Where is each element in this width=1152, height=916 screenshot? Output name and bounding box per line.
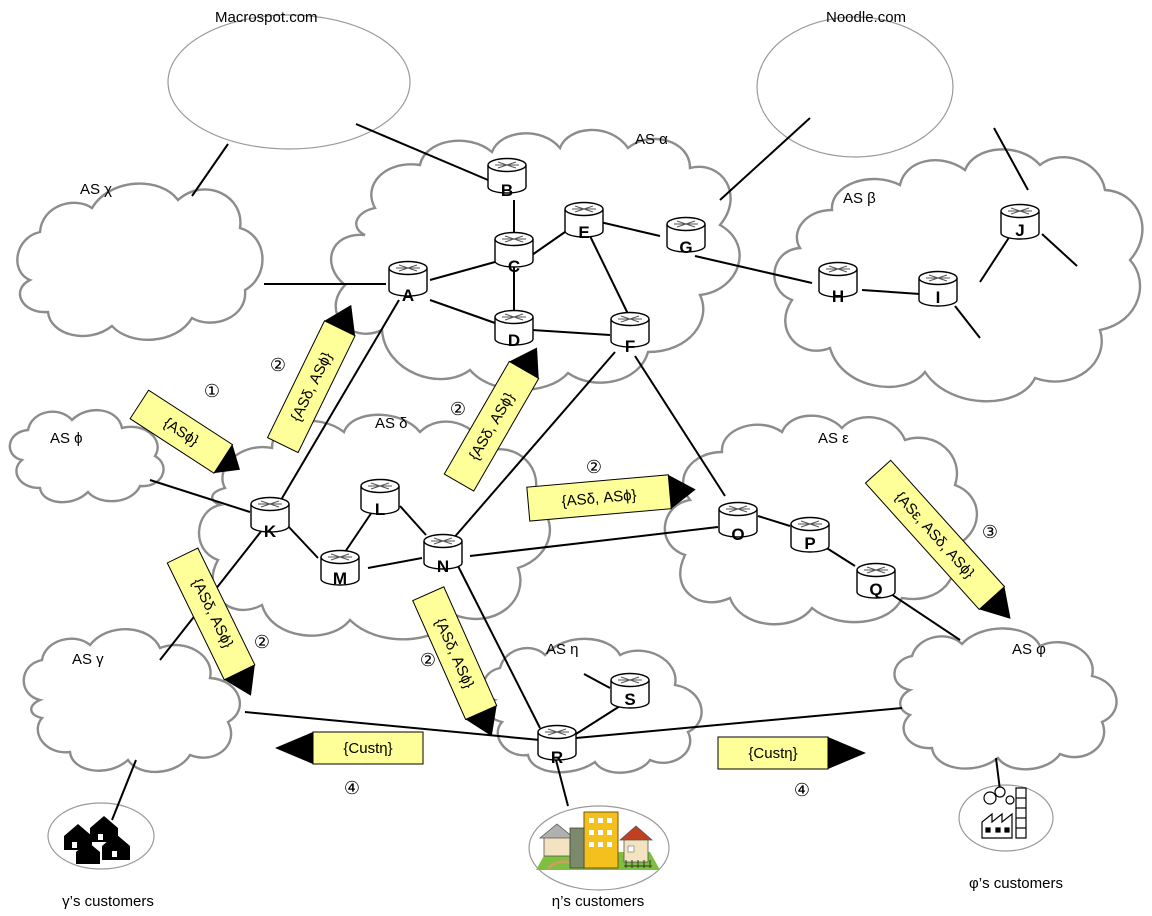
as-gamma-cloud: [22, 628, 242, 773]
svg-text:E: E: [578, 223, 589, 242]
svg-text:I: I: [936, 288, 941, 307]
step-2-marker-gamma: ②: [254, 632, 270, 652]
svg-text:K: K: [264, 522, 277, 541]
svg-text:Q: Q: [869, 580, 882, 599]
svg-text:N: N: [437, 557, 449, 576]
announcement-4-left: {Custη}: [275, 731, 424, 765]
svg-text:B: B: [501, 181, 513, 200]
as-varphi-cloud: [893, 627, 1118, 771]
links: [111, 117, 1078, 821]
announcement-4-left-label: {Custη}: [343, 740, 392, 757]
svg-text:F: F: [625, 337, 635, 356]
as-phi-label: AS ϕ: [50, 430, 83, 447]
announcement-2-n-to-o: {ASδ, ASϕ}: [526, 474, 696, 522]
as-delta-label: AS δ: [375, 415, 408, 432]
router-s[interactable]: S: [610, 672, 650, 710]
router-r[interactable]: R: [537, 724, 577, 768]
svg-text:R: R: [551, 748, 563, 767]
router-p[interactable]: P: [790, 516, 830, 554]
svg-text:D: D: [508, 331, 520, 350]
router-f[interactable]: F: [610, 311, 650, 357]
router-q[interactable]: Q: [856, 562, 896, 600]
svg-text:M: M: [333, 569, 347, 588]
as-phi-cloud: [8, 408, 165, 504]
as-eta-label: AS η: [546, 641, 579, 658]
step-2-marker-a: ②: [270, 355, 286, 375]
as-beta-label: AS β: [843, 190, 876, 207]
router-d[interactable]: D: [494, 309, 534, 351]
as-gamma-label: AS γ: [72, 651, 104, 668]
as-alpha-label: AS α: [635, 131, 668, 148]
eta-customers-caption: η’s customers: [552, 893, 645, 910]
router-m[interactable]: M: [320, 549, 360, 589]
svg-text:G: G: [679, 238, 692, 257]
as-epsilon-label: AS ε: [818, 430, 849, 447]
announcement-4-right-label: {Custη}: [748, 745, 797, 762]
varphi-customers-caption: φ’s customers: [969, 875, 1063, 892]
step-3-marker: ③: [982, 522, 998, 542]
router-n[interactable]: N: [423, 533, 463, 577]
svg-text:J: J: [1015, 221, 1024, 240]
router-i[interactable]: I: [918, 270, 958, 308]
as-beta-cloud: [773, 148, 1144, 403]
macrospot-cloud: [167, 14, 411, 150]
noodle-label: Noodle.com: [826, 9, 906, 26]
varphi-customers-ellipse: [958, 784, 1054, 852]
router-k[interactable]: K: [250, 496, 290, 542]
router-j[interactable]: J: [1000, 203, 1040, 241]
step-1-marker: ①: [204, 381, 220, 401]
router-o[interactable]: O: [718, 501, 758, 545]
buildings-icon: [536, 811, 660, 870]
step-4-marker-left: ④: [344, 778, 360, 798]
svg-text:L: L: [375, 500, 385, 519]
announcement-1-phi: {ASϕ}: [129, 389, 240, 474]
announcement-4-right: {Custη}: [717, 736, 866, 770]
as-varphi-label: AS φ: [1012, 641, 1046, 658]
as-chi-cloud: [16, 182, 264, 341]
macrospot-label: Macrospot.com: [215, 9, 318, 26]
step-2-marker-f: ②: [450, 399, 466, 419]
svg-text:A: A: [402, 286, 414, 305]
router-c[interactable]: C: [494, 231, 534, 277]
gamma-customers-caption: γ’s customers: [62, 893, 154, 910]
as-chi-label: AS χ: [80, 181, 112, 198]
svg-text:H: H: [832, 287, 844, 306]
svg-text:C: C: [508, 257, 520, 276]
router-b[interactable]: B: [487, 157, 527, 201]
router-e[interactable]: E: [564, 201, 604, 243]
step-2-marker-r: ②: [420, 650, 436, 670]
svg-text:P: P: [804, 534, 815, 553]
announcement-2-n-to-o-label: {ASδ, ASϕ}: [561, 487, 637, 510]
step-2-marker-o: ②: [586, 457, 602, 477]
svg-text:S: S: [624, 690, 635, 709]
factory-icon: [981, 786, 1027, 839]
svg-text:O: O: [731, 525, 744, 544]
noodle-cloud: [756, 16, 954, 158]
router-a[interactable]: A: [388, 260, 428, 306]
step-4-marker-right: ④: [794, 780, 810, 800]
router-g[interactable]: G: [666, 216, 706, 258]
houses-icon: [64, 816, 130, 864]
router-l[interactable]: L: [360, 478, 400, 520]
router-h[interactable]: H: [818, 261, 858, 307]
as-eta-cloud: [482, 637, 703, 774]
